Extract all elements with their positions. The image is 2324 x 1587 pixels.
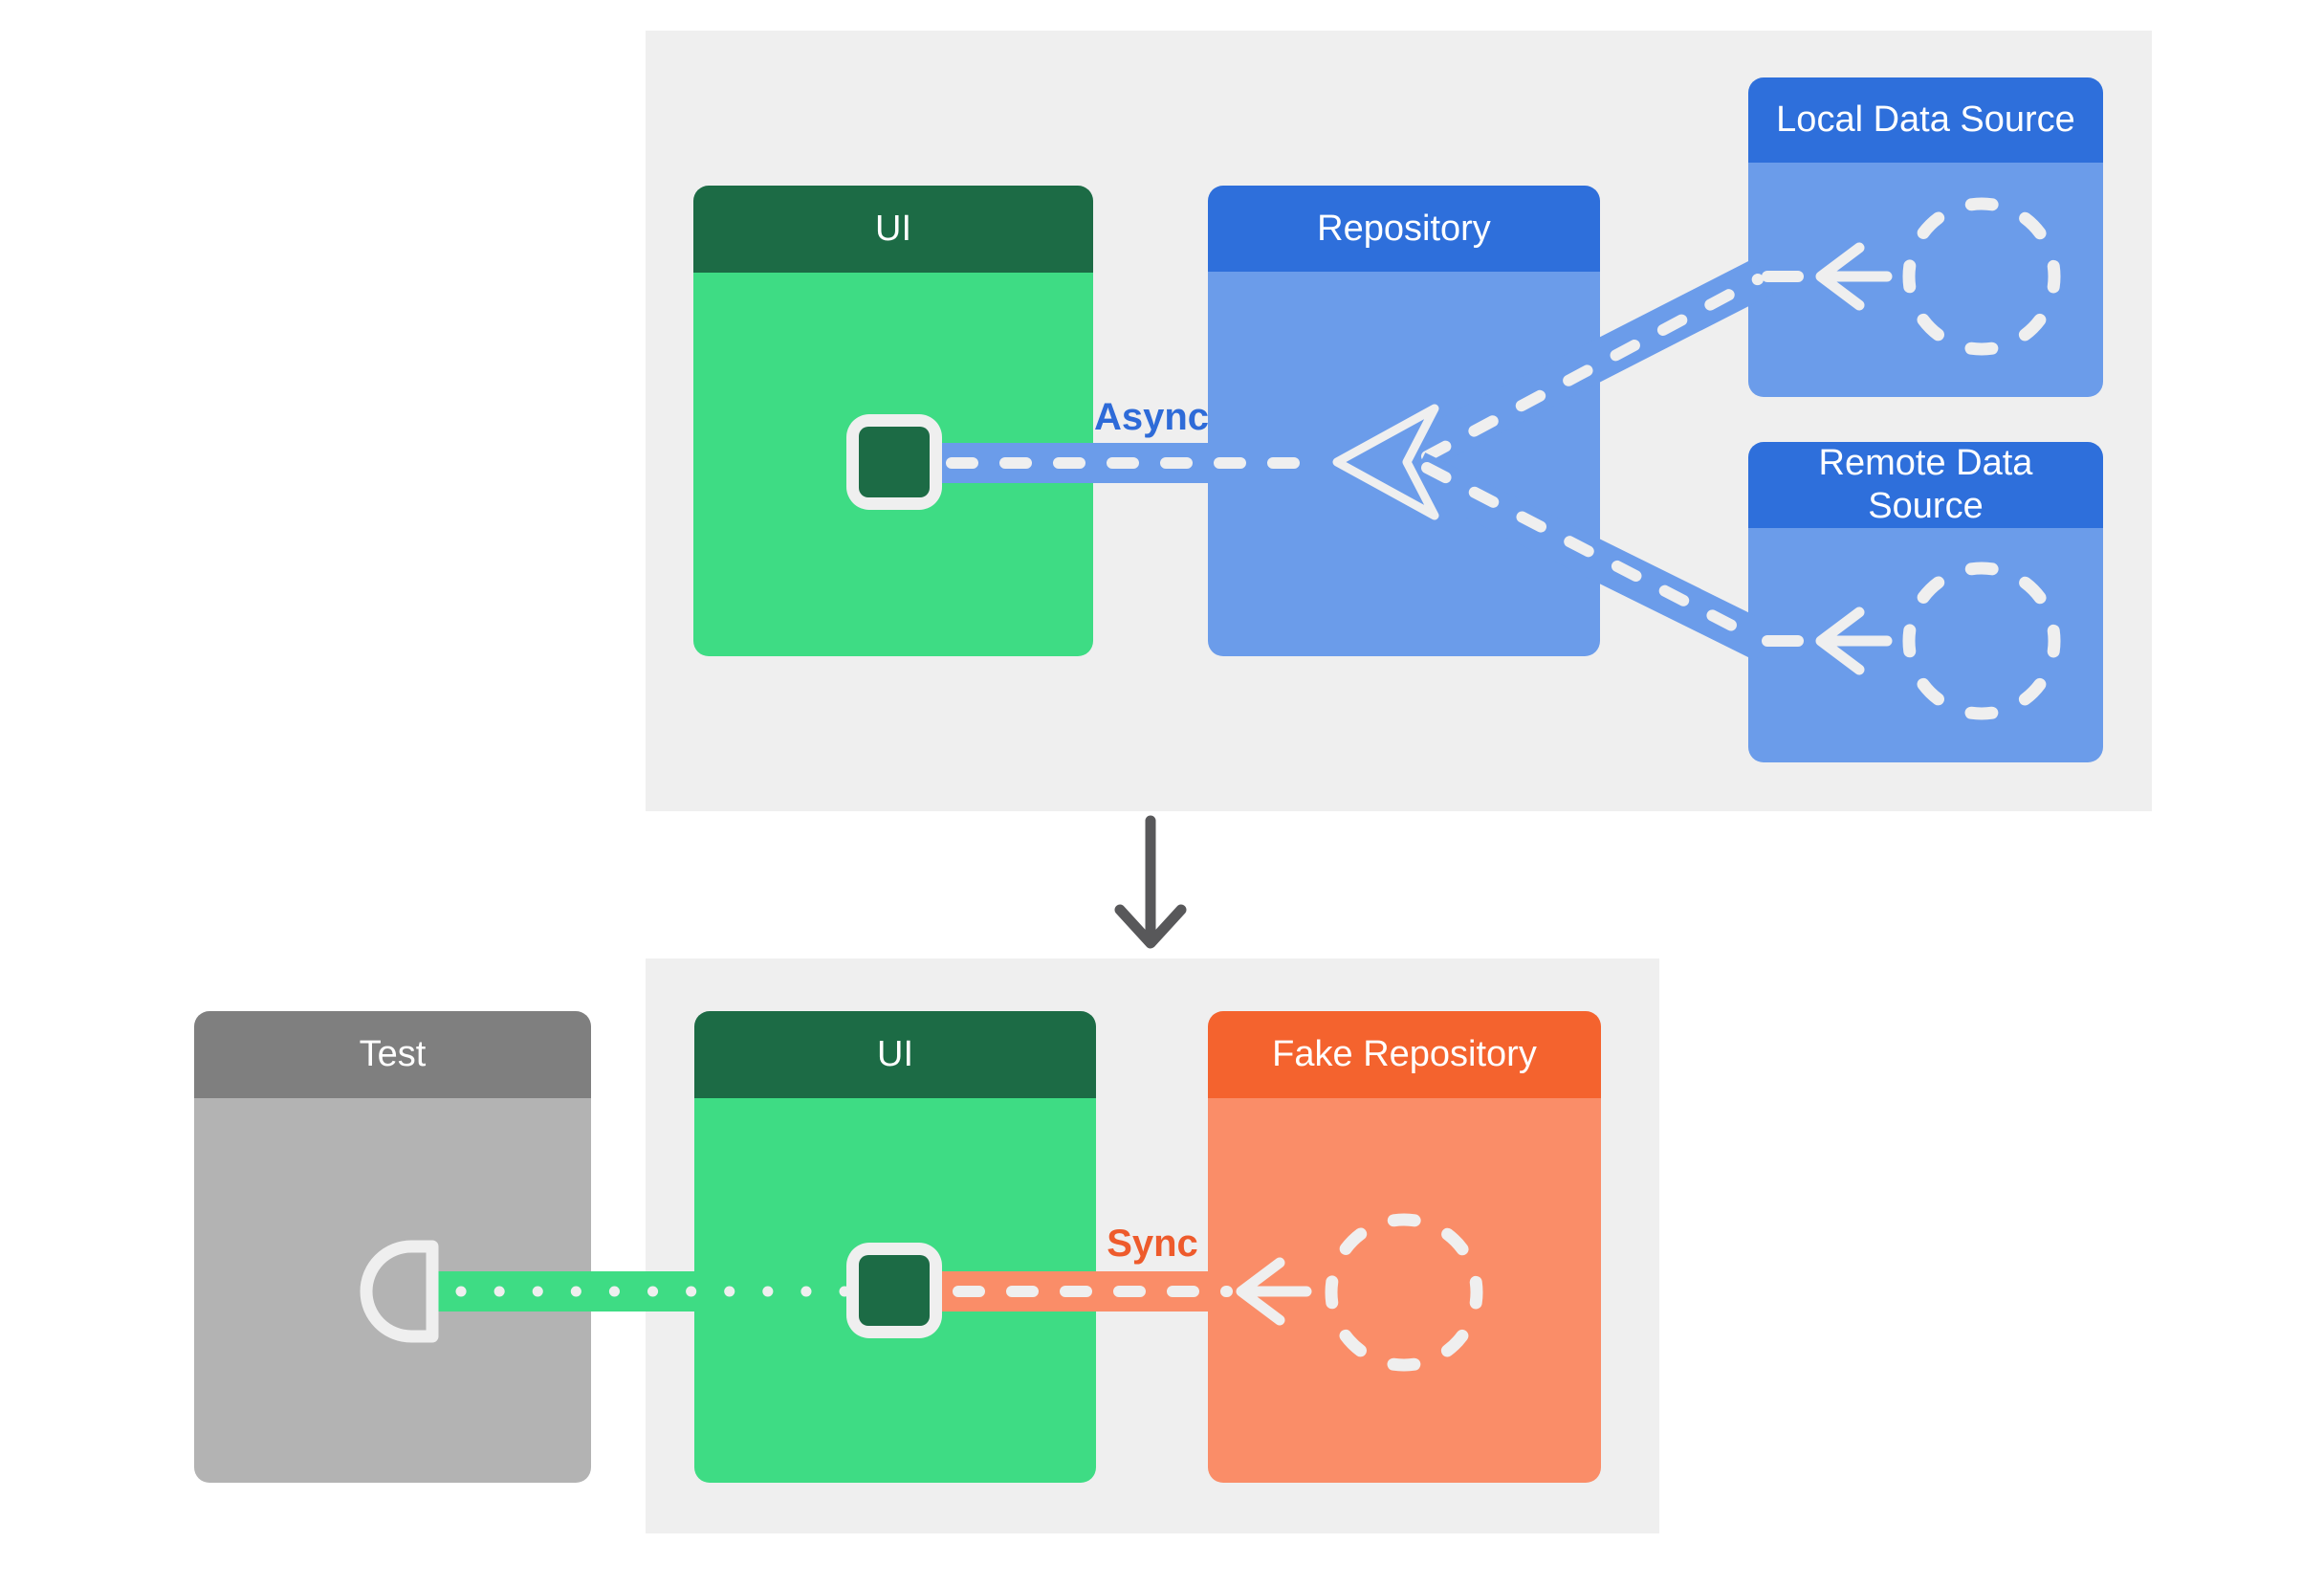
- async-label: Async: [1093, 396, 1210, 438]
- local-data-source-title: Local Data Source: [1748, 77, 2103, 163]
- ui-card-bottom: UI: [694, 1011, 1096, 1483]
- repository-card-title: Repository: [1208, 186, 1600, 272]
- ui-card-bottom-body: [694, 1098, 1096, 1483]
- test-card-title: Test: [194, 1011, 591, 1098]
- remote-data-source-card: Remote Data Source: [1748, 442, 2103, 762]
- fake-repository-title: Fake Repository: [1208, 1011, 1601, 1098]
- repository-card-body: [1208, 272, 1600, 656]
- fake-repository-card: Fake Repository: [1208, 1011, 1601, 1483]
- remote-data-source-title: Remote Data Source: [1748, 442, 2103, 528]
- panel-transition-down-arrow-icon: [1114, 904, 1187, 949]
- repository-card: Repository: [1208, 186, 1600, 656]
- local-data-source-card: Local Data Source: [1748, 77, 2103, 397]
- test-card: Test: [194, 1011, 591, 1483]
- ui-card-top-body: [693, 273, 1093, 656]
- test-card-body: [194, 1098, 591, 1483]
- sync-label: Sync: [1107, 1223, 1198, 1265]
- ui-card-bottom-title: UI: [694, 1011, 1096, 1098]
- ui-card-top: UI: [693, 186, 1093, 656]
- fake-repository-body: [1208, 1098, 1601, 1483]
- ui-card-top-title: UI: [693, 186, 1093, 273]
- remote-data-source-body: [1748, 528, 2103, 762]
- local-data-source-body: [1748, 163, 2103, 397]
